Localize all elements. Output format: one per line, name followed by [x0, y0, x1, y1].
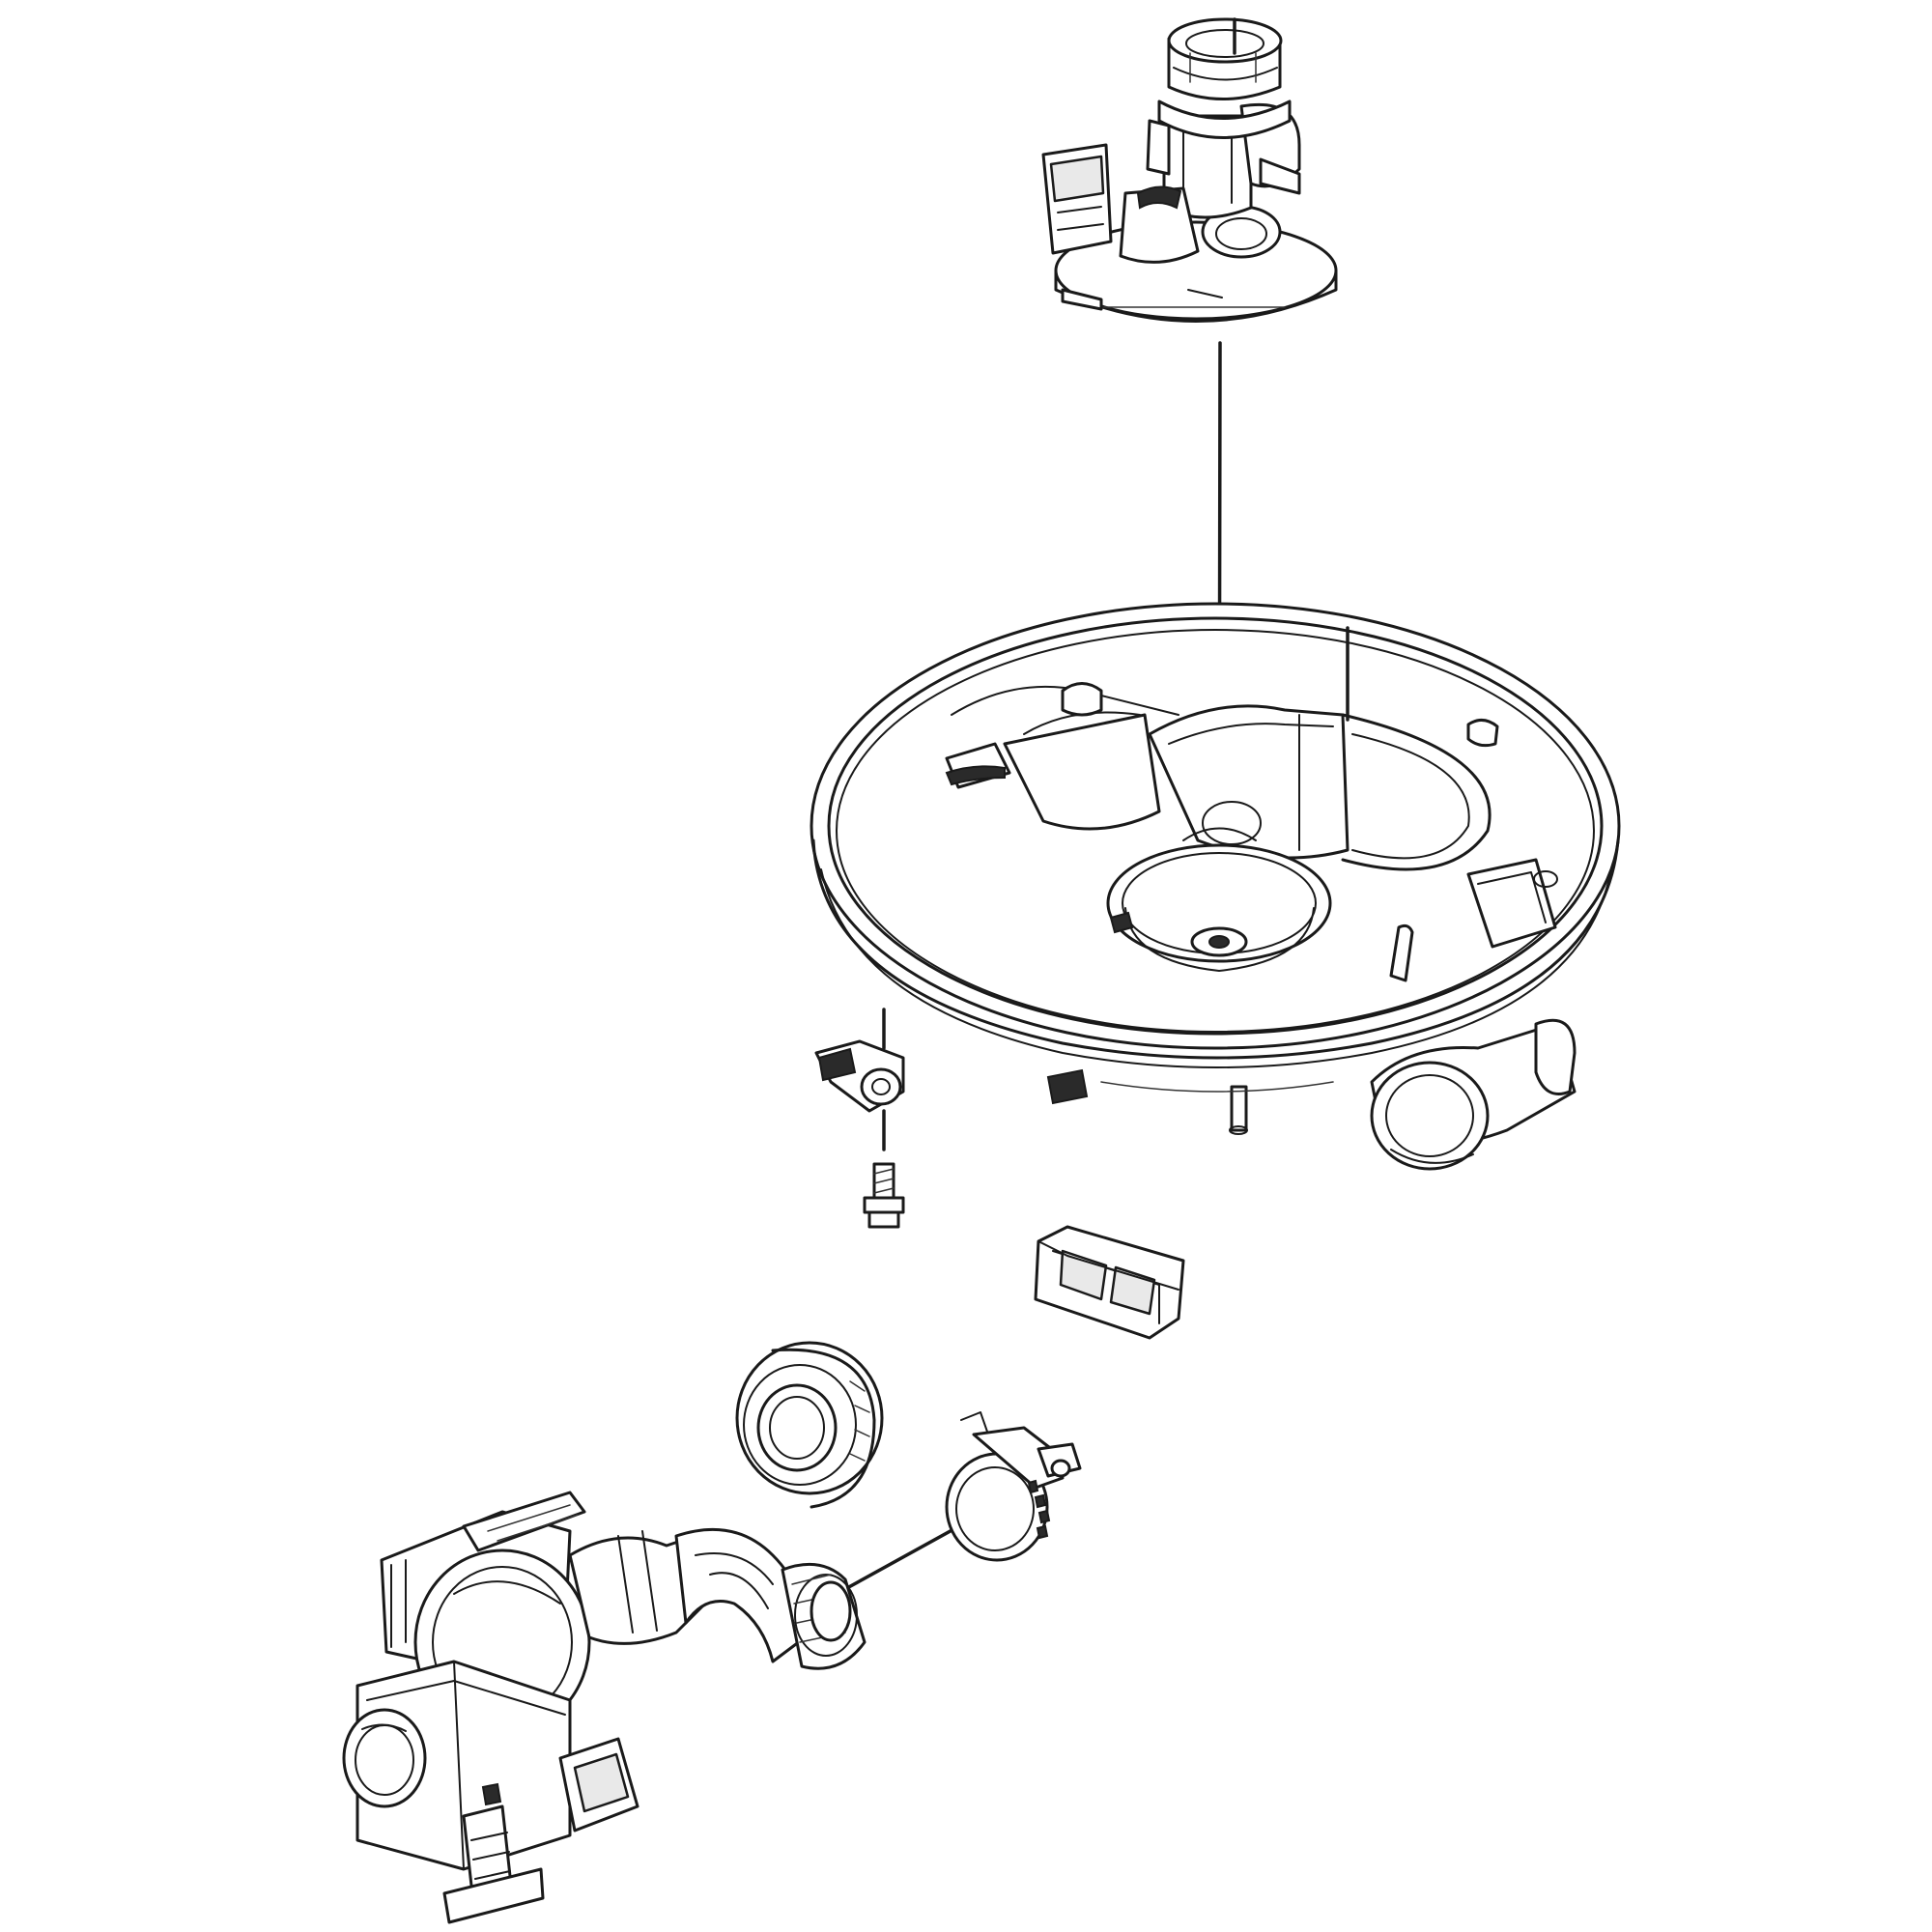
screw [863, 1162, 905, 1229]
sensor-bracket [814, 1039, 905, 1113]
hose-clamp [945, 1411, 1082, 1562]
circulation-pump-motor [342, 1491, 867, 1924]
sump-base [810, 602, 1621, 1171]
pump-seal [735, 1341, 884, 1509]
rectangular-grommet [1034, 1225, 1185, 1340]
filter-housing [1041, 17, 1338, 323]
